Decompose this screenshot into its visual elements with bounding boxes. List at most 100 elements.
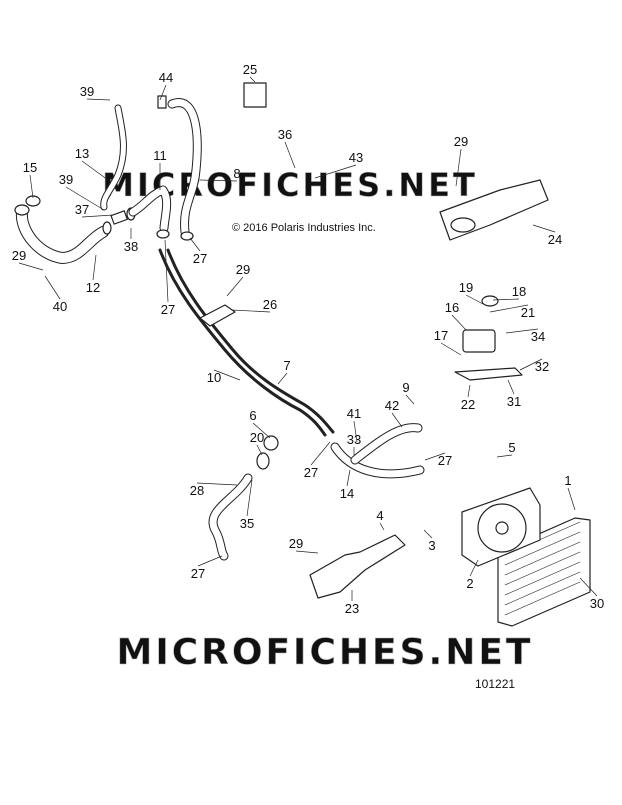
clamp-44	[157, 95, 167, 109]
callout-label: 7	[283, 358, 290, 373]
callout-label: 14	[340, 486, 354, 501]
callout-leader-line	[507, 379, 515, 395]
callout-leader-line	[314, 164, 357, 179]
callout-label: 9	[402, 380, 409, 395]
callout-leader-line	[440, 342, 462, 356]
callout-label: 24	[548, 232, 562, 247]
callout-label: 3	[428, 538, 435, 553]
callout-leader-line	[455, 148, 462, 187]
callout-label: 15	[23, 160, 37, 175]
callout-leader-line	[379, 522, 385, 531]
callout-leader-line	[256, 444, 263, 456]
callout-leader-line	[29, 174, 34, 199]
callout-label: 39	[59, 172, 73, 187]
callout-label: 32	[535, 359, 549, 374]
callout-leader-line	[496, 454, 513, 458]
callout-label: 36	[278, 127, 292, 142]
callout-label: 29	[12, 248, 26, 263]
coolant-tube-7-10	[158, 248, 335, 437]
callout-leader-line	[226, 276, 244, 297]
callout-label: 25	[243, 62, 257, 77]
callout-label: 40	[53, 299, 67, 314]
callout-label: 29	[454, 134, 468, 149]
callout-label: 5	[508, 440, 515, 455]
callout-label: 27	[304, 465, 318, 480]
callout-label: 29	[236, 262, 250, 277]
callout-leader-line	[284, 141, 296, 169]
callout-label: 27	[193, 251, 207, 266]
hose-28	[208, 473, 253, 561]
callout-label: 18	[512, 284, 526, 299]
callout-leader-line	[310, 441, 331, 466]
callout-leader-line	[295, 550, 319, 554]
callout-label: 8	[233, 166, 240, 181]
callout-label: 11	[153, 148, 167, 163]
callout-leader-line	[44, 275, 61, 300]
callout-leader-line	[579, 577, 598, 597]
callout-leader-line	[567, 487, 576, 511]
callout-label: 12	[86, 280, 100, 295]
callout-leader-line	[532, 224, 556, 233]
callout-leader-line	[86, 98, 111, 101]
callout-leader-line	[189, 237, 201, 252]
callout-leader-line	[469, 559, 479, 577]
callout-label: 20	[250, 430, 264, 445]
callout-leader-line	[346, 469, 351, 487]
clamp-27b	[180, 231, 194, 241]
callout-label: 13	[75, 146, 89, 161]
hose-42	[350, 423, 423, 465]
callout-label: 43	[349, 150, 363, 165]
figure-id: 101221	[475, 677, 515, 691]
callout-leader-line	[519, 358, 543, 371]
callout-leader-line	[213, 369, 241, 381]
callout-leader-line	[196, 482, 238, 486]
cap-18	[481, 295, 499, 307]
callout-label: 27	[438, 453, 452, 468]
callout-label: 35	[240, 516, 254, 531]
hose-8	[167, 98, 202, 237]
hose-13	[100, 104, 127, 211]
callout-leader-line	[199, 179, 238, 182]
callout-leader-line	[489, 304, 529, 313]
connector-37	[110, 210, 128, 225]
callout-leader-line	[423, 529, 433, 539]
callout-label: 38	[124, 239, 138, 254]
callout-label: 2	[466, 576, 473, 591]
thermostat-20	[256, 452, 270, 470]
callout-label: 28	[190, 483, 204, 498]
callout-leader-line	[492, 298, 520, 301]
thermostat-housing	[263, 435, 279, 451]
bracket-32	[454, 367, 523, 381]
callout-label: 6	[249, 408, 256, 423]
callout-leader-line	[353, 420, 358, 443]
callout-label: 1	[564, 473, 571, 488]
callout-label: 42	[385, 398, 399, 413]
callout-leader-line	[405, 394, 415, 405]
callout-leader-line	[252, 422, 271, 439]
fan-shroud-2	[461, 487, 541, 567]
callout-label: 22	[461, 397, 475, 412]
callout-leader-line	[81, 160, 109, 181]
callout-label: 39	[80, 84, 94, 99]
callout-leader-line	[81, 214, 114, 218]
callout-label: 21	[521, 305, 535, 320]
callout-label: 26	[263, 297, 277, 312]
callout-label: 31	[507, 394, 521, 409]
hose-14	[330, 442, 425, 479]
callout-label: 33	[347, 432, 361, 447]
callout-leader-line	[465, 294, 484, 305]
callout-label: 23	[345, 601, 359, 616]
callout-label: 34	[531, 329, 545, 344]
watermark-top: MICROFICHES.NET	[102, 166, 478, 204]
callout-label: 17	[434, 328, 448, 343]
clamp-27a	[156, 229, 170, 239]
bracket-23	[309, 534, 406, 599]
callout-label: 27	[191, 566, 205, 581]
coolant-reservoir-16	[462, 329, 496, 353]
callout-label: 44	[159, 70, 173, 85]
callout-leader-line	[159, 84, 167, 101]
callout-leader-line	[197, 555, 223, 567]
callout-leader-line	[92, 254, 97, 281]
